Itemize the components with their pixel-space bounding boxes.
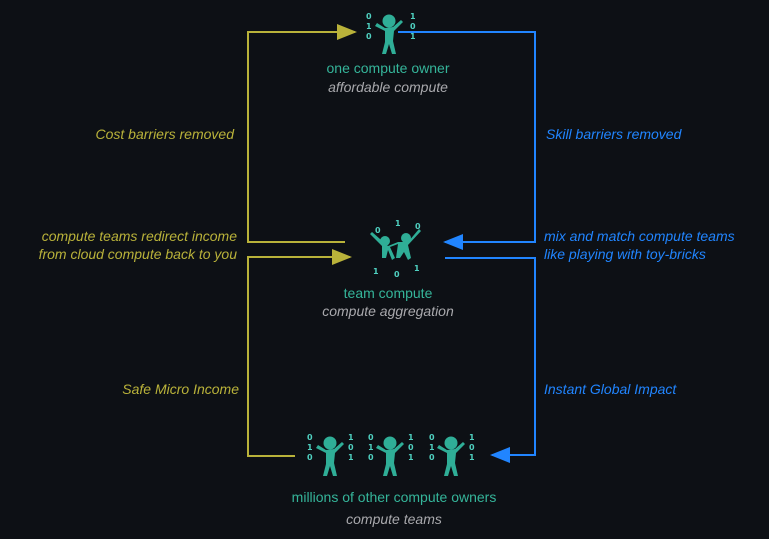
label-mix-match-2: like playing with toy-bricks xyxy=(544,246,706,262)
arrow-team-to-teams xyxy=(445,257,536,463)
arrow-team-to-owner xyxy=(247,24,357,243)
node-subtitle-bottom: compute teams xyxy=(346,511,442,527)
node-title-top: one compute owner xyxy=(326,60,450,76)
label-safe-micro-income: Safe Micro Income xyxy=(122,381,239,397)
node-subtitle-middle: compute aggregation xyxy=(322,303,454,319)
label-mix-match-1: mix and match compute teams xyxy=(544,228,735,244)
arrow-owner-to-team xyxy=(398,31,536,250)
label-cost-barriers: Cost barriers removed xyxy=(95,126,235,142)
label-instant-impact: Instant Global Impact xyxy=(544,381,677,397)
node-subtitle-top: affordable compute xyxy=(328,79,448,95)
label-skill-barriers: Skill barriers removed xyxy=(546,126,682,142)
label-redirect-income-2: from cloud compute back to you xyxy=(38,246,237,262)
arrow-teams-to-team xyxy=(247,249,352,457)
node-title-middle: team compute xyxy=(343,285,433,301)
node-title-bottom: millions of other compute owners xyxy=(291,489,497,505)
label-redirect-income-1: compute teams redirect income xyxy=(41,228,237,244)
